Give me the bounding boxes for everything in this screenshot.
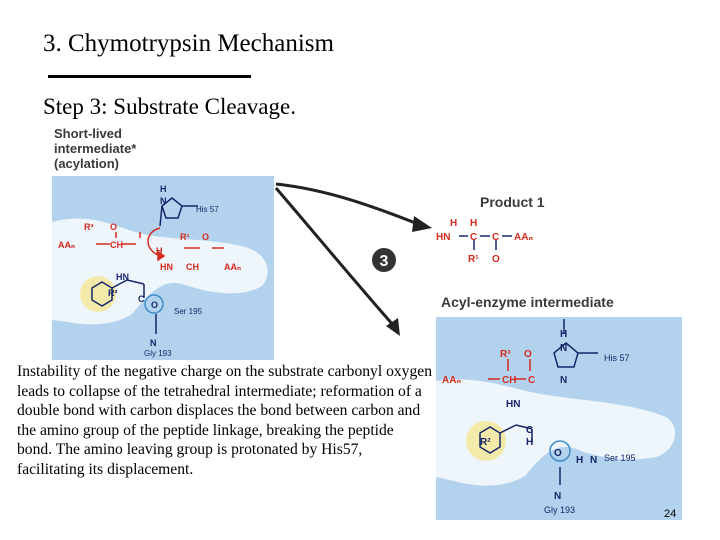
product-r1: R¹ <box>468 254 479 265</box>
acyl-ser195-label: Ser 195 <box>604 453 636 463</box>
title-underline <box>48 75 251 78</box>
product-aan: AAₙ <box>514 232 533 243</box>
r3-group: R³ <box>84 222 94 232</box>
acyl-ser-h: H <box>576 455 583 466</box>
reaction-arrows: 3 <box>274 182 432 336</box>
his57-label: His 57 <box>196 205 219 214</box>
acyl-o: O <box>554 448 562 459</box>
product-h-1: H <box>450 218 457 229</box>
acyl-acyl-c: C <box>528 375 535 386</box>
c-atom: C <box>138 294 145 304</box>
short-lived-intermediate-panel: H N His 57 HN R² C O Ser 195 N Gly 193 R… <box>52 176 274 360</box>
acyl-enzyme-label: Acyl-enzyme intermediate <box>441 294 614 310</box>
hn-leaving: HN <box>160 262 173 272</box>
hn-group: HN <box>116 272 129 282</box>
acyl-ch: CH <box>502 375 516 386</box>
r2-group: R² <box>108 288 118 298</box>
product-c-2: C <box>492 232 499 243</box>
description-text: Instability of the negative charge on th… <box>17 362 432 480</box>
acyl-carbonyl-o: O <box>524 349 532 360</box>
carbonyl-o-left: O <box>110 222 117 232</box>
acyl-aan: AAₙ <box>442 375 461 386</box>
r1-left: R¹ <box>180 232 190 242</box>
product-h-2: H <box>470 218 477 229</box>
gly193-label: Gly 193 <box>144 349 172 358</box>
carbonyl-o-right: O <box>202 232 209 242</box>
acyl-hn: HN <box>506 399 520 410</box>
product-1-structure: H H HN C C AAₙ R¹ O <box>436 218 533 265</box>
acyl-gly193-label: Gly 193 <box>544 505 575 515</box>
left-label-line-3: (acylation) <box>54 156 120 171</box>
product-1-label: Product 1 <box>480 194 545 210</box>
acyl-his57-label: His 57 <box>604 353 630 363</box>
acyl-his-h: H <box>560 329 567 340</box>
gly-n-atom: N <box>150 338 157 348</box>
his-h-atom: H <box>160 184 167 194</box>
acyl-ser-n: N <box>590 455 597 466</box>
acyl-r3: R³ <box>500 349 511 360</box>
aan-left: AAₙ <box>58 240 75 250</box>
ch-right: CH <box>186 262 199 272</box>
step-heading: Step 3: Substrate Cleavage. <box>43 94 296 119</box>
step-3-badge: 3 <box>380 253 389 270</box>
acyl-h: H <box>526 437 533 448</box>
aan-right: AAₙ <box>224 262 241 272</box>
product-o: O <box>492 254 500 265</box>
ch-left: CH <box>110 240 123 250</box>
slide-title: 3. Chymotrypsin Mechanism <box>43 30 334 57</box>
page-number: 24 <box>664 508 677 520</box>
acyl-enzyme-panel: H N N His 57 HN C H O H N Ser 195 N Gly … <box>436 317 682 520</box>
acyl-r2: R² <box>480 437 491 448</box>
ser195-label: Ser 195 <box>174 307 203 316</box>
left-panel-label: Short-lived intermediate* (acylation) <box>54 126 136 171</box>
left-label-line-1: Short-lived <box>54 126 122 141</box>
h-transfer: H <box>156 246 163 256</box>
his-n-atom: N <box>160 196 167 206</box>
acyl-his-n: N <box>560 343 567 354</box>
left-label-line-2: intermediate* <box>54 141 137 156</box>
acyl-c: C <box>526 425 533 436</box>
acyl-gly-n: N <box>554 491 561 502</box>
product-c-1: C <box>470 232 477 243</box>
o-atom: O <box>151 300 158 310</box>
product-hn: HN <box>436 232 450 243</box>
acyl-his-n2: N <box>560 375 567 386</box>
